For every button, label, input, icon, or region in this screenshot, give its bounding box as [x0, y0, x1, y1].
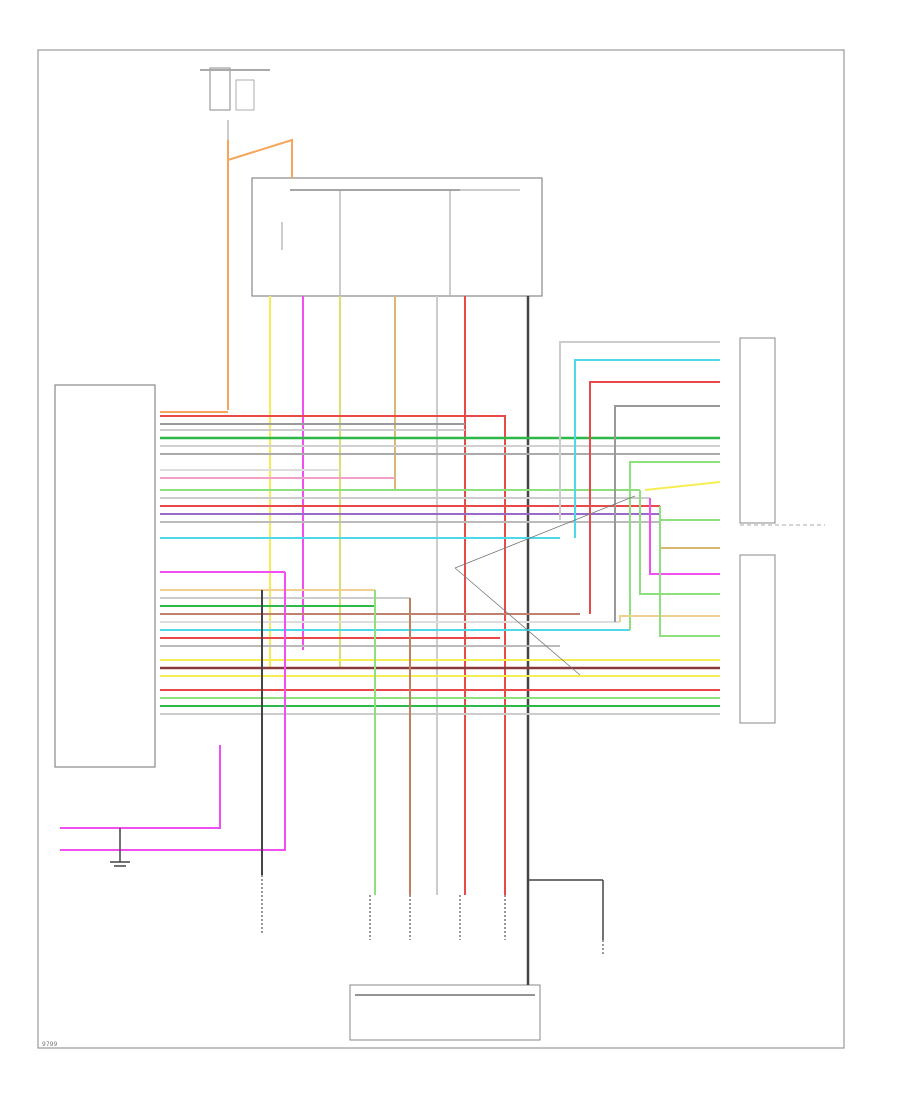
- driver-door-module-box: [54, 384, 156, 768]
- bottom-connector-box: [349, 984, 541, 1041]
- fuse-box: [200, 67, 270, 140]
- vertical-wires: [227, 138, 530, 985]
- leader-lines: [454, 495, 636, 676]
- lower-drops: [60, 572, 604, 940]
- bottom-connector-pins: [261, 875, 604, 996]
- ground-symbol: [110, 828, 130, 867]
- right-side-wires: [559, 341, 721, 637]
- footer-code: 9799: [42, 1041, 57, 1048]
- power-window-module-box: [251, 177, 543, 297]
- horizontal-wires: [160, 411, 720, 715]
- outside-mirror-switch-box: [739, 337, 825, 724]
- diagram-border: [37, 49, 845, 1049]
